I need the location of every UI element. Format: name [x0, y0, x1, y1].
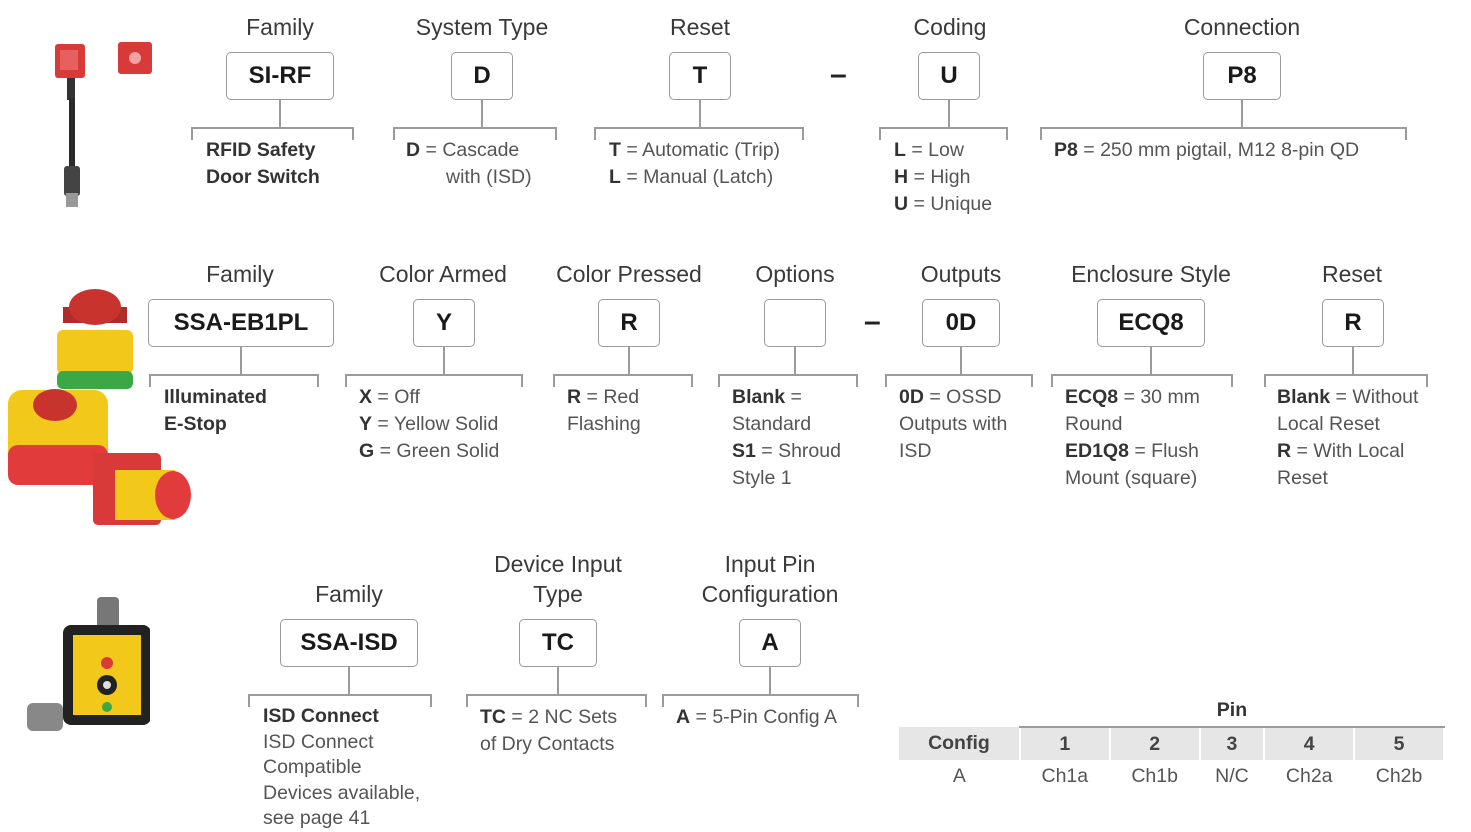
table-cell: N/C [1200, 760, 1265, 792]
row1-header-family: Family [205, 12, 355, 42]
row3-header-family: Family [279, 579, 419, 609]
row3-code-config: A [739, 619, 801, 667]
row3-family-desc: ISD Connect ISD Connect Compatible Devic… [263, 704, 420, 832]
row2-reset-desc: Blank = Without Local Reset R = With Loc… [1277, 384, 1418, 492]
row2-dash: – [864, 307, 881, 337]
row2-code-enclosure: ECQ8 [1097, 299, 1205, 347]
isd-connect-image [25, 595, 150, 740]
row1-header-connection: Connection [1142, 12, 1342, 42]
row1-code-connection: P8 [1203, 52, 1281, 100]
row1-code-coding: U [918, 52, 980, 100]
row3-code-family: SSA-ISD [280, 619, 418, 667]
row2-code-options [764, 299, 826, 347]
pin-table-header-4: 4 [1264, 727, 1354, 760]
row3-config-desc: A = 5-Pin Config A [676, 704, 837, 731]
row3-code-type: TC [519, 619, 597, 667]
row3-header-input-pin: Input Pin [680, 549, 860, 579]
row2-header-family: Family [170, 259, 310, 289]
row1-header-reset: Reset [630, 12, 770, 42]
row1-code-system-type: D [451, 52, 513, 100]
row2-code-reset: R [1322, 299, 1384, 347]
row3-header-device-input: Device Input [468, 549, 648, 579]
row2-outputs-desc: 0D = OSSD Outputs with ISD [899, 384, 1007, 465]
pin-table-header-3: 3 [1200, 727, 1265, 760]
row1-code-family: SI-RF [226, 52, 334, 100]
row2-color-pressed-desc: R = Red Flashing [567, 384, 641, 438]
row2-enclosure-desc: ECQ8 = 30 mm Round ED1Q8 = Flush Mount (… [1065, 384, 1200, 492]
row3-header-type: Type [468, 579, 648, 609]
pin-table-header-5: 5 [1354, 727, 1444, 760]
row1-header-coding: Coding [880, 12, 1020, 42]
table-row: A Ch1a Ch1b N/C Ch2a Ch2b [899, 760, 1444, 792]
row2-header-options: Options [735, 259, 855, 289]
table-cell: Ch2a [1264, 760, 1354, 792]
row1-coding-desc: L = Low H = High U = Unique [894, 137, 992, 218]
row1-header-system-type: System Type [392, 12, 572, 42]
pin-table-header-1: 1 [1020, 727, 1110, 760]
row1-code-reset: T [669, 52, 731, 100]
row1-connection-desc: P8 = 250 mm pigtail, M12 8-pin QD [1054, 137, 1359, 164]
row2-family-desc: Illuminated E-Stop [164, 384, 267, 438]
table-cell: Ch2b [1354, 760, 1444, 792]
table-cell: Ch1a [1020, 760, 1110, 792]
row2-header-reset: Reset [1302, 259, 1402, 289]
row2-code-color-pressed: R [598, 299, 660, 347]
row1-dash: – [830, 60, 847, 90]
row2-code-outputs: 0D [922, 299, 1000, 347]
row2-header-outputs: Outputs [901, 259, 1021, 289]
pin-table-header-config: Config [899, 727, 1020, 760]
pin-table-header-2: 2 [1110, 727, 1200, 760]
row1-reset-desc: T = Automatic (Trip) L = Manual (Latch) [609, 137, 780, 191]
table-cell: Ch1b [1110, 760, 1200, 792]
row1-system-type-desc: D = Cascade with (ISD) [406, 137, 532, 191]
row3-header-configuration: Configuration [680, 579, 860, 609]
rfid-switch-image [50, 38, 160, 220]
row2-code-color-armed: Y [413, 299, 475, 347]
row2-header-color-armed: Color Armed [363, 259, 523, 289]
row2-options-desc: Blank = Standard S1 = Shroud Style 1 [732, 384, 841, 492]
row2-code-family: SSA-EB1PL [148, 299, 334, 347]
pin-table-title: Pin [1020, 695, 1444, 727]
row3-type-desc: TC = 2 NC Sets of Dry Contacts [480, 704, 617, 758]
row2-header-enclosure-style: Enclosure Style [1060, 259, 1242, 289]
table-cell: A [899, 760, 1020, 792]
row2-color-armed-desc: X = Off Y = Yellow Solid G = Green Solid [359, 384, 499, 465]
pin-config-table: Pin Config 1 2 3 4 5 A Ch1a Ch1b N/C Ch2… [899, 695, 1445, 792]
row2-header-color-pressed: Color Pressed [545, 259, 713, 289]
row1-family-desc: RFID Safety Door Switch [206, 137, 320, 191]
